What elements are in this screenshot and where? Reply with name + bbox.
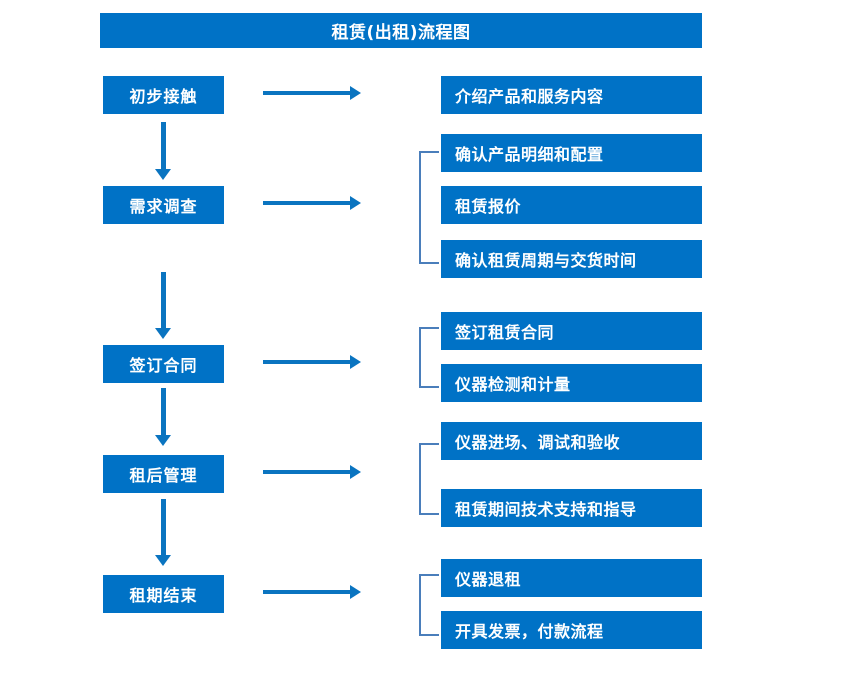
arrow-head <box>155 169 171 180</box>
arrow-head <box>350 196 361 210</box>
down-arrow-icon-3 <box>155 388 171 446</box>
arrow-head <box>350 585 361 599</box>
detail-box-3[interactable]: 租赁报价 <box>441 186 702 224</box>
arrow-shaft <box>161 499 166 555</box>
detail-box-4[interactable]: 确认租赁周期与交货时间 <box>441 240 702 278</box>
arrow-head <box>350 86 361 100</box>
bracket-icon-2 <box>419 151 439 264</box>
arrow-shaft <box>161 272 166 328</box>
bracket-icon-3 <box>419 327 439 388</box>
detail-box-5[interactable]: 签订租赁合同 <box>441 312 702 350</box>
detail-box-1[interactable]: 介绍产品和服务内容 <box>441 76 702 114</box>
arrow-head <box>350 465 361 479</box>
arrow-shaft <box>161 388 166 435</box>
right-arrow-icon-1 <box>263 86 361 100</box>
detail-box-2[interactable]: 确认产品明细和配置 <box>441 134 702 172</box>
detail-box-6[interactable]: 仪器检测和计量 <box>441 364 702 402</box>
stage-box-5[interactable]: 租期结束 <box>103 575 224 613</box>
detail-box-9[interactable]: 仪器退租 <box>441 559 702 597</box>
bracket-icon-4 <box>419 443 439 515</box>
arrow-head <box>350 355 361 369</box>
stage-box-2[interactable]: 需求调查 <box>103 186 224 224</box>
right-arrow-icon-4 <box>263 465 361 479</box>
arrow-head <box>155 555 171 566</box>
down-arrow-icon-1 <box>155 122 171 180</box>
detail-box-10[interactable]: 开具发票，付款流程 <box>441 611 702 649</box>
arrow-shaft <box>161 122 166 169</box>
detail-box-8[interactable]: 租赁期间技术支持和指导 <box>441 489 702 527</box>
right-arrow-icon-3 <box>263 355 361 369</box>
stage-box-4[interactable]: 租后管理 <box>103 455 224 493</box>
bracket-icon-5 <box>419 574 439 636</box>
arrow-head <box>155 328 171 339</box>
down-arrow-icon-2 <box>155 272 171 339</box>
arrow-shaft <box>263 201 351 205</box>
arrow-shaft <box>263 470 351 474</box>
right-arrow-icon-2 <box>263 196 361 210</box>
arrow-head <box>155 435 171 446</box>
right-arrow-icon-5 <box>263 585 361 599</box>
page-title: 租赁(出租)流程图 <box>100 13 702 48</box>
down-arrow-icon-4 <box>155 499 171 566</box>
stage-box-3[interactable]: 签订合同 <box>103 345 224 383</box>
arrow-shaft <box>263 590 351 594</box>
arrow-shaft <box>263 360 351 364</box>
arrow-shaft <box>263 91 351 95</box>
detail-box-7[interactable]: 仪器进场、调试和验收 <box>441 422 702 460</box>
stage-box-1[interactable]: 初步接触 <box>103 76 224 114</box>
